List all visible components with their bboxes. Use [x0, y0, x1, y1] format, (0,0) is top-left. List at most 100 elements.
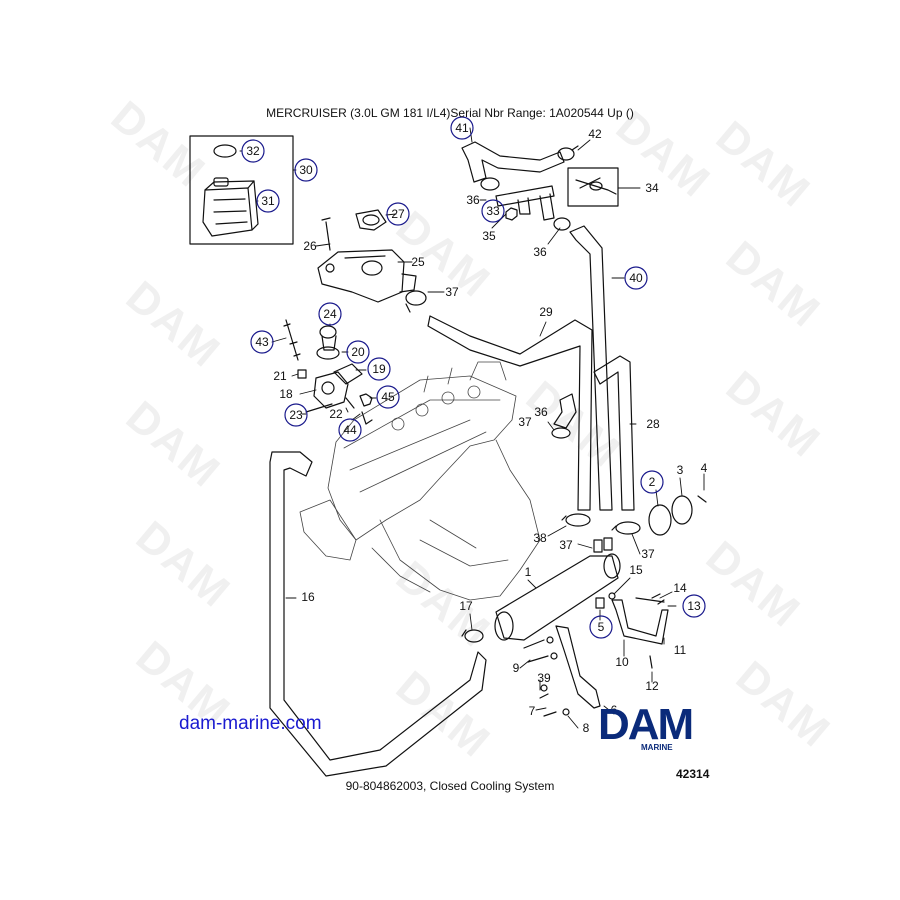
gasket-part — [333, 363, 363, 385]
washer-part — [546, 636, 554, 644]
callout-20: 20 — [351, 345, 365, 359]
screw-part — [649, 655, 653, 669]
callout-39: 39 — [537, 671, 551, 685]
hose-16-part — [269, 451, 487, 777]
hose-40-part — [569, 225, 613, 511]
bolt-part — [523, 639, 549, 663]
callout-38: 38 — [533, 531, 547, 545]
plug-part — [297, 369, 307, 379]
callout-12: 12 — [645, 679, 659, 693]
callout-13: 13 — [687, 599, 701, 613]
callout-28: 28 — [646, 417, 660, 431]
hose-clamp-part — [405, 290, 427, 313]
reservoir-group-box — [189, 135, 294, 245]
callout-5: 5 — [598, 620, 605, 634]
hose-clamp-part — [551, 427, 571, 439]
callout-37: 37 — [641, 547, 655, 561]
hose-clamp-part — [553, 217, 571, 231]
diagram-caption: 90-804862003, Closed Cooling System — [345, 779, 555, 793]
callout-37: 37 — [518, 415, 532, 429]
tee-fitting-part — [495, 185, 555, 221]
end-cover-part — [671, 495, 693, 525]
callout-26: 26 — [303, 239, 317, 253]
gasket-part — [316, 346, 340, 360]
bolt-part — [697, 495, 707, 503]
reservoir-cap-part — [213, 144, 237, 158]
washer-part — [550, 652, 558, 660]
callout-15: 15 — [629, 563, 643, 577]
washer-part — [540, 684, 548, 692]
strap-part — [635, 597, 665, 603]
gasket-part — [648, 504, 672, 536]
callout-44: 44 — [343, 423, 357, 437]
callout-37: 37 — [445, 285, 459, 299]
callout-6: 6 — [611, 703, 618, 717]
bolt-part — [305, 403, 333, 413]
hose-36-part — [553, 393, 577, 429]
thermostat-housing-part — [317, 249, 417, 303]
callout-36: 36 — [466, 193, 480, 207]
bracket-part — [555, 625, 601, 709]
callout-18: 18 — [279, 387, 293, 401]
callout-3: 3 — [677, 463, 684, 477]
callout-7: 7 — [529, 704, 536, 718]
thermostat-part — [319, 325, 337, 351]
callout-25: 25 — [411, 255, 425, 269]
nut-part — [505, 207, 518, 221]
washer-part — [608, 592, 616, 600]
callout-23: 23 — [289, 408, 303, 422]
coolant-reservoir-part — [202, 177, 259, 237]
pressure-cap-part — [355, 209, 387, 231]
screw-part — [321, 217, 331, 251]
brand-logo: DAM — [598, 700, 694, 749]
brand-logo-subtitle: MARINE — [641, 743, 673, 752]
callout-21: 21 — [273, 369, 287, 383]
fitting-part — [359, 393, 373, 407]
engine-block-outline — [299, 361, 541, 601]
hose-41-part — [461, 141, 565, 183]
callout-10: 10 — [615, 655, 629, 669]
callout-4: 4 — [701, 461, 708, 475]
hose-clamp-part — [557, 145, 579, 161]
nut-part — [562, 708, 570, 716]
site-url-link[interactable]: dam-marine.com — [179, 713, 322, 734]
callout-30: 30 — [299, 163, 313, 177]
hose-29-part — [427, 315, 593, 511]
hose-clamp-part — [461, 629, 484, 643]
leader-lines — [239, 127, 705, 729]
callout-11: 11 — [674, 643, 687, 657]
callout-22: 22 — [329, 407, 343, 421]
figure-number: 42314 — [676, 767, 710, 781]
heat-exchanger-part — [494, 537, 621, 641]
callout-43: 43 — [255, 335, 269, 349]
callout-16: 16 — [301, 590, 315, 604]
thermostat-base-part — [313, 371, 349, 409]
bracket-part — [611, 599, 669, 645]
callout-33: 33 — [486, 204, 500, 218]
callout-35: 35 — [482, 229, 496, 243]
callout-circles — [241, 116, 706, 639]
sensor-part — [283, 319, 301, 361]
fitting-part — [345, 397, 373, 425]
callout-31: 31 — [261, 194, 275, 208]
callout-27: 27 — [391, 207, 405, 221]
callout-45: 45 — [381, 390, 395, 404]
callout-19: 19 — [372, 362, 386, 376]
callout-1: 1 — [525, 565, 532, 579]
callout-9: 9 — [513, 661, 520, 675]
cap-part — [595, 597, 605, 609]
callout-29: 29 — [539, 305, 553, 319]
diagram-title: MERCRUISER (3.0L GM 181 I/L4)Serial Nbr … — [266, 106, 634, 120]
hose-clamp-part — [561, 513, 591, 527]
hose-28-part — [593, 355, 635, 511]
callout-41: 41 — [455, 121, 469, 135]
callout-24: 24 — [323, 307, 337, 321]
callout-34: 34 — [645, 181, 659, 195]
callout-42: 42 — [588, 127, 602, 141]
bolt-part — [539, 693, 557, 717]
callout-17: 17 — [459, 599, 473, 613]
screw-part — [651, 593, 665, 605]
hose-clamp-part — [611, 521, 641, 535]
callout-36: 36 — [533, 245, 547, 259]
